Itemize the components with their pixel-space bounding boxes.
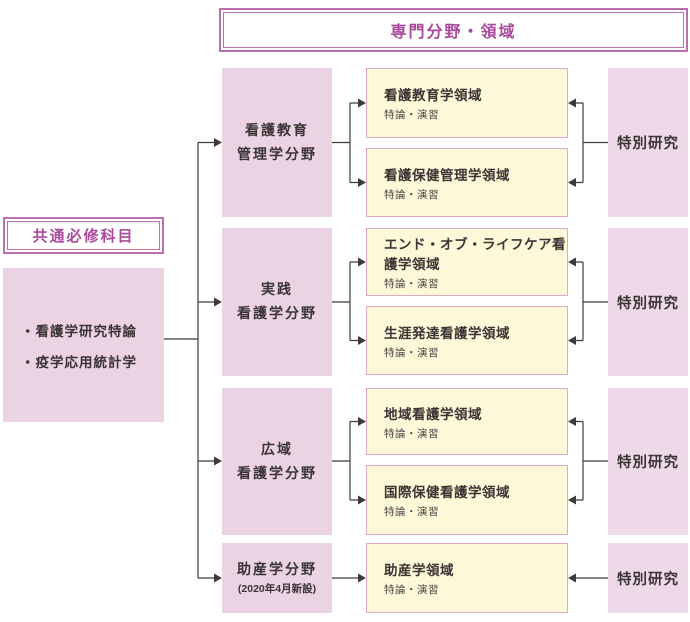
area-title: エンド・オブ・ライフケア看護学領域	[384, 237, 566, 272]
special-research-label: 特別研究	[617, 571, 679, 588]
field-box-wide-area-nursing: 広域 看護学分野	[222, 388, 332, 535]
area-box-community-nursing: 地域看護学領域 特論・演習	[366, 388, 568, 455]
field-label-line: 看護学分野	[237, 305, 317, 321]
area-subtitle: 特論・演習	[384, 188, 439, 201]
special-research-label: 特別研究	[617, 136, 679, 152]
field-box-nursing-education-management: 看護教育 管理学分野	[222, 68, 332, 217]
common-subjects-header-label: 共通必修科目	[7, 221, 160, 250]
special-research-box: 特別研究	[608, 543, 688, 613]
field-label-line: 広域	[261, 440, 293, 457]
area-title: 助産学領域	[384, 563, 454, 578]
field-label-line: 助産学分野	[237, 561, 317, 578]
common-subjects-header: 共通必修科目	[3, 217, 164, 254]
special-research-box: 特別研究	[608, 68, 688, 217]
area-subtitle: 特論・演習	[384, 427, 439, 440]
field-box-midwifery: 助産学分野 (2020年4月新設)	[222, 543, 332, 613]
area-box-nursing-education: 看護教育学領域 特論・演習	[366, 68, 568, 138]
field-label-line: 実践	[261, 281, 293, 298]
specialized-fields-header: 専門分野・領域	[219, 8, 688, 52]
field-label-line: 看護教育	[245, 121, 309, 138]
area-title: 国際保健看護学領域	[384, 485, 510, 500]
area-box-nursing-health-management: 看護保健管理学領域 特論・演習	[366, 148, 568, 217]
field-label-line: 看護学分野	[237, 464, 317, 481]
area-box-lifespan-development-nursing: 生涯発達看護学領域 特論・演習	[366, 306, 568, 375]
area-subtitle: 特論・演習	[384, 584, 439, 596]
area-title: 看護教育学領域	[384, 88, 482, 103]
area-subtitle: 特論・演習	[384, 278, 439, 290]
special-research-label: 特別研究	[617, 455, 679, 471]
area-box-international-health-nursing: 国際保健看護学領域 特論・演習	[366, 465, 568, 535]
field-box-practical-nursing: 実践 看護学分野	[222, 228, 332, 376]
field-note: (2020年4月新設)	[237, 583, 317, 596]
area-box-end-of-life-care: エンド・オブ・ライフケア看護学領域 特論・演習	[366, 228, 568, 296]
area-title: 地域看護学領域	[384, 406, 482, 422]
area-subtitle: 特論・演習	[384, 506, 439, 518]
specialized-fields-header-label: 専門分野・領域	[223, 12, 684, 48]
special-research-label: 特別研究	[617, 295, 679, 312]
field-label-line: 管理学分野	[237, 145, 317, 162]
area-subtitle: 特論・演習	[384, 346, 439, 359]
common-subjects-box: ・看護学研究特論 ・疫学応用統計学	[3, 268, 164, 422]
area-title: 看護保健管理学領域	[384, 167, 510, 183]
common-subject-item: ・疫学応用統計学	[21, 354, 137, 370]
area-subtitle: 特論・演習	[384, 109, 439, 121]
common-subject-item: ・看護学研究特論	[21, 323, 137, 339]
area-box-midwifery: 助産学領域 特論・演習	[366, 543, 568, 613]
special-research-box: 特別研究	[608, 228, 688, 376]
special-research-box: 特別研究	[608, 388, 688, 535]
area-title: 生涯発達看護学領域	[384, 325, 510, 341]
